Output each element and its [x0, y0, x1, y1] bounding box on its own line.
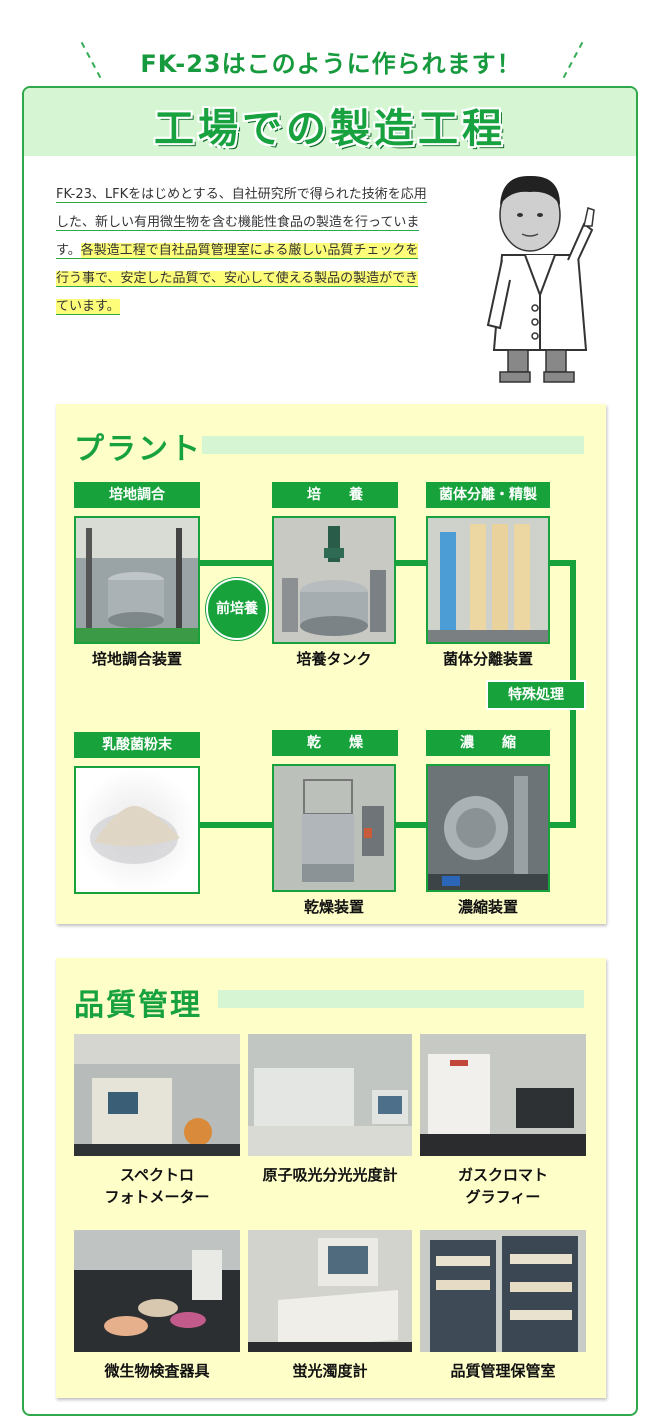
flow-line-5 — [546, 822, 576, 828]
photo-concentrator — [426, 764, 550, 892]
special-treatment-badge: 特殊処理 — [486, 680, 586, 710]
step-caption: 菌体分離装置 — [442, 650, 533, 668]
step-label: 培地調合 — [74, 482, 200, 508]
photo-spectrophotometer — [74, 1034, 240, 1156]
quality-caption: スペクトロフォトメーター — [104, 1166, 210, 1206]
quality-caption: ガスクロマトグラフィー — [457, 1166, 548, 1206]
intro-highlight: ています。 — [56, 299, 120, 315]
intro-text-segment: した、新しい有用微生物を含む機能性食品の製造を行っていま — [56, 215, 420, 231]
quality-caption: 品質管理保管室 — [450, 1362, 556, 1380]
step-label: 乳酸菌粉末 — [74, 732, 200, 758]
intro-highlight: 行う事で、安定した品質で、安心して使える製品の製造ができ — [56, 271, 419, 287]
photo-dryer — [272, 764, 396, 892]
photo-atomic-absorption — [248, 1034, 412, 1156]
preculture-badge: 前培養 — [206, 578, 268, 640]
intro-line: FK-23、LFKをはじめとする、自社研究所で得られた技術を応用 — [56, 182, 427, 208]
section-title-band — [24, 88, 636, 156]
flow-line-2 — [394, 560, 430, 566]
step-label: 濃 縮 — [426, 730, 550, 756]
photo-microbial-tools — [74, 1230, 240, 1352]
photo-media-mixer — [74, 516, 200, 644]
photo-gas-chromatograph — [420, 1034, 586, 1156]
photo-culture-tank — [272, 516, 396, 644]
flow-line-3 — [546, 560, 576, 566]
intro-line: 行う事で、安定した品質で、安心して使える製品の製造ができ — [56, 266, 419, 292]
flow-line-7 — [198, 822, 276, 828]
quality-title: 品質管理 — [74, 988, 202, 1023]
step-label: 乾 燥 — [272, 730, 398, 756]
photo-cell-separator — [426, 516, 550, 644]
intro-highlight: 各製造工程で自社品質管理室による厳しい品質チェックを — [80, 243, 419, 259]
quality-title-bar — [218, 990, 584, 1008]
flow-line-1 — [198, 560, 278, 566]
plant-title-bar — [202, 436, 584, 454]
intro-line: した、新しい有用微生物を含む機能性食品の製造を行っていま — [56, 210, 420, 236]
section-title: 工場での製造工程 — [154, 106, 506, 152]
quality-caption: 蛍光濁度計 — [292, 1362, 368, 1380]
step-caption: 培地調合装置 — [91, 650, 182, 668]
step-label: 菌体分離・精製 — [426, 482, 550, 508]
step-caption: 培養タンク — [296, 650, 372, 668]
step-caption: 乾燥装置 — [303, 898, 364, 916]
intro-line: ています。 — [56, 294, 120, 320]
step-label: 培 養 — [272, 482, 398, 508]
quality-caption: 微生物検査器具 — [104, 1362, 210, 1380]
quality-caption: 原子吸光分光光度計 — [262, 1166, 398, 1184]
intro-text-segment: FK-23、LFKをはじめとする、自社研究所で得られた技術を応用 — [56, 187, 427, 203]
photo-qc-storage — [420, 1230, 586, 1352]
flow-line-6 — [396, 822, 430, 828]
intro-text-segment: す。 — [56, 243, 81, 259]
headline: FK-23はこのように作られます！ — [140, 50, 522, 78]
researcher-illustration — [486, 175, 595, 383]
intro-line: す。各製造工程で自社品質管理室による厳しい品質チェックを — [56, 238, 419, 264]
step-caption: 濃縮装置 — [457, 898, 518, 916]
plant-title: プラント — [74, 432, 202, 467]
photo-lactic-powder — [74, 766, 200, 894]
photo-fluorescence-turbidimeter — [248, 1230, 412, 1352]
